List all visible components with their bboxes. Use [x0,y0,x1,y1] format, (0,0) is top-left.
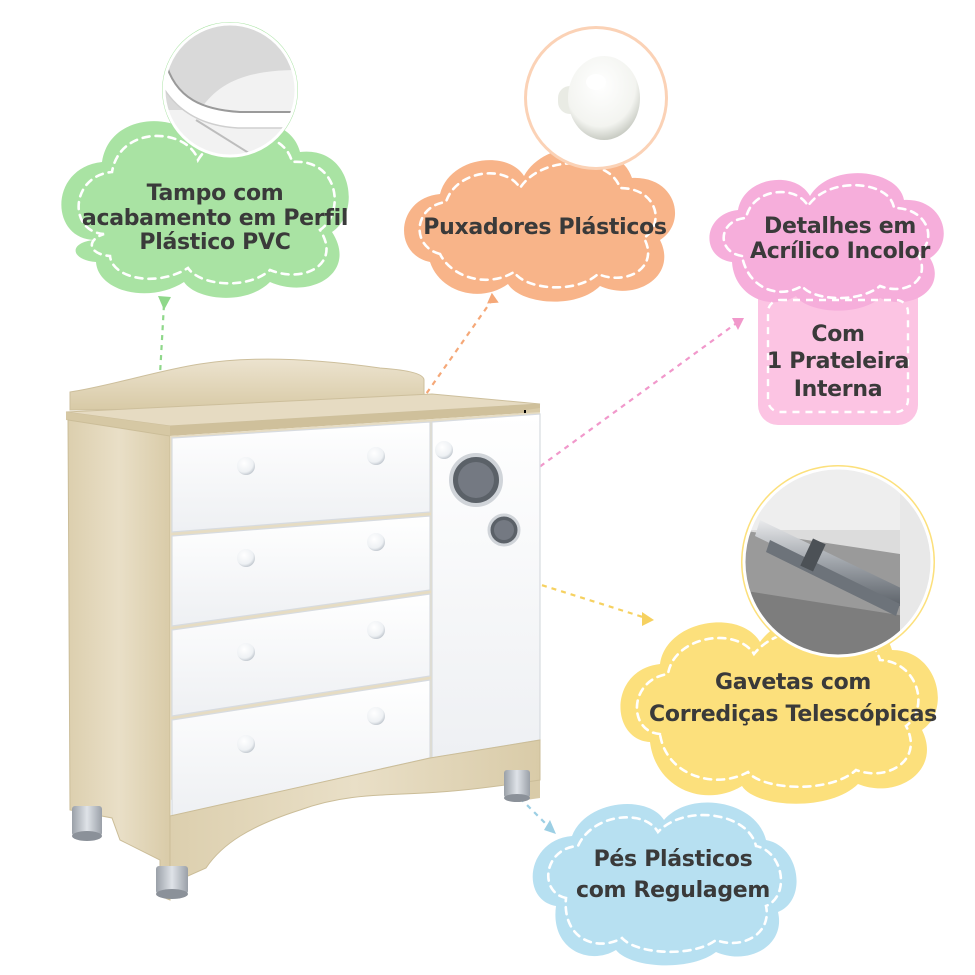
callout-feet-line-1: Pés Plásticos [593,847,753,873]
callout-shelf-line-3: Interna [793,376,883,402]
pvc-edge-closeup-icon [162,22,298,158]
callout-slides-line-1: Gavetas com [714,670,872,696]
callout-top-line-1: Tampo com [146,181,284,207]
callout-handles-line-1: Puxadores Plásticos [423,214,667,240]
callout-feet-line-2: com Regulagem [575,878,771,903]
callout-slides-text: Gavetas com Corrediças Telescópicas [640,652,946,746]
cloud-top-callout [61,120,349,298]
callout-shelf-text: Com 1 Prateleira Interna [758,306,918,418]
callout-slides-line-2: Corrediças Telescópicas [649,702,937,727]
callout-feet-text: Pés Plásticos com Regulagem [548,832,798,920]
dresser-illustration [65,358,541,901]
telescopic-slide-closeup-icon [741,465,935,659]
callout-shelf-line-2: 1 Prateleira [766,349,910,375]
cloud-handles-callout [404,147,676,302]
plastic-knob-closeup-icon [524,26,668,170]
cloud-acrylic-callout [709,173,944,425]
arrow-heads [158,292,744,834]
drawer-knob-icons [237,441,453,753]
cloud-feet-callout [532,802,797,966]
adjustable-feet [72,770,530,899]
callout-top-line-2: acabamento em Perfil [81,205,349,231]
callout-top-line-3: Plástico PVC [139,230,291,256]
cloud-slides-callout [620,613,938,804]
callout-handles-text: Puxadores Plásticos [410,200,680,256]
callout-top-text: Tampo com acabamento em Perfil Plástico … [60,164,370,274]
callout-acrylic-line-1: Detalhes em [764,214,916,240]
callout-shelf-line-1: Com [811,321,865,347]
callout-acrylic-text: Detalhes em Acrílico Incolor [720,200,960,280]
callout-acrylic-line-2: Acrílico Incolor [749,239,931,264]
pointer-arrows [156,299,739,827]
